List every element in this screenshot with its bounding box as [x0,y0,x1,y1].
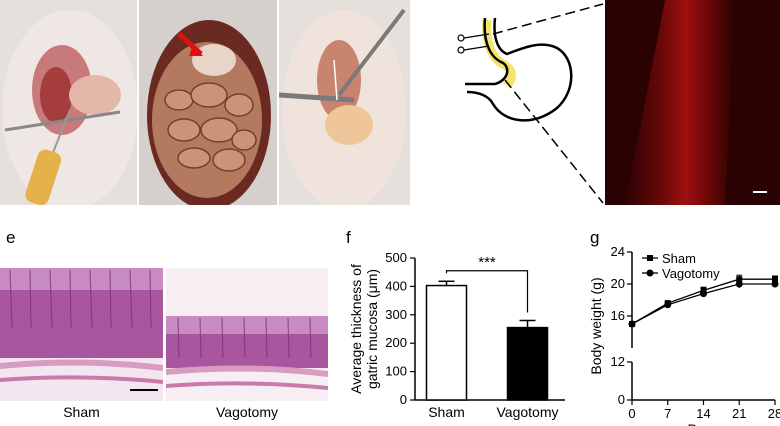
y-tick-label: 0 [618,392,625,407]
x-axis-title: Days [688,421,720,426]
x-tick-label: Vagotomy [497,404,559,420]
fluorescence-image [605,0,780,205]
x-tick-label: 21 [732,406,746,421]
y-tick-label: 12 [611,354,625,369]
panel-g-label: g [590,228,600,247]
legend-marker [647,255,653,261]
data-point-vagotomy [664,301,672,309]
x-tick-label: 7 [664,406,671,421]
data-point-vagotomy [628,320,636,328]
series-line-sham [631,278,775,325]
y-tick-label: 100 [385,364,407,379]
significance-bracket [445,270,529,313]
histology-vagotomy [166,268,328,401]
legend-marker [646,269,654,277]
data-point-vagotomy [700,290,707,298]
panel-e-label: e [6,228,16,247]
legend-label: Sham [662,251,696,266]
surgery-photo-a [0,0,137,205]
y-tick-label: 200 [385,335,407,350]
y-axis-title: gatric mucosa (μm) [364,269,380,389]
y-axis-title: Body weight (g) [588,277,604,374]
x-tick-label: 0 [628,406,635,421]
y-tick-label: 16 [611,308,625,323]
surgery-photo-b [139,0,277,205]
surgery-photo-c [279,0,410,205]
data-point-vagotomy [735,280,743,288]
x-tick-label: 14 [696,406,710,421]
y-tick-label: 500 [385,250,407,265]
histology-sham [0,268,163,401]
x-tick-label: Sham [428,404,465,420]
x-tick-label: 28 [768,406,780,421]
data-point-sham [736,276,743,283]
caption-sham: Sham [63,404,100,420]
body-weight-chart: 16 20 24 0 12 0 7 14 21 28Days Body weight (g) Sham… [588,244,780,426]
stomach-diagram [445,0,605,205]
data-point-vagotomy [771,280,779,288]
y-axis-title: Average thickness of [348,264,364,394]
data-point-sham [772,276,778,283]
y-tick-label: 24 [611,244,625,259]
y-tick-label: 0 [400,392,407,407]
bar-vagotomy [506,326,549,401]
panel-f-label: f [346,228,351,247]
legend-label: Vagotomy [662,266,720,281]
bar-sham [425,284,468,401]
y-tick-label: 20 [611,276,625,291]
significance-label: *** [478,254,496,271]
caption-vagotomy: Vagotomy [216,404,278,420]
y-tick-label: 400 [385,278,407,293]
y-tick-label: 300 [385,307,407,322]
